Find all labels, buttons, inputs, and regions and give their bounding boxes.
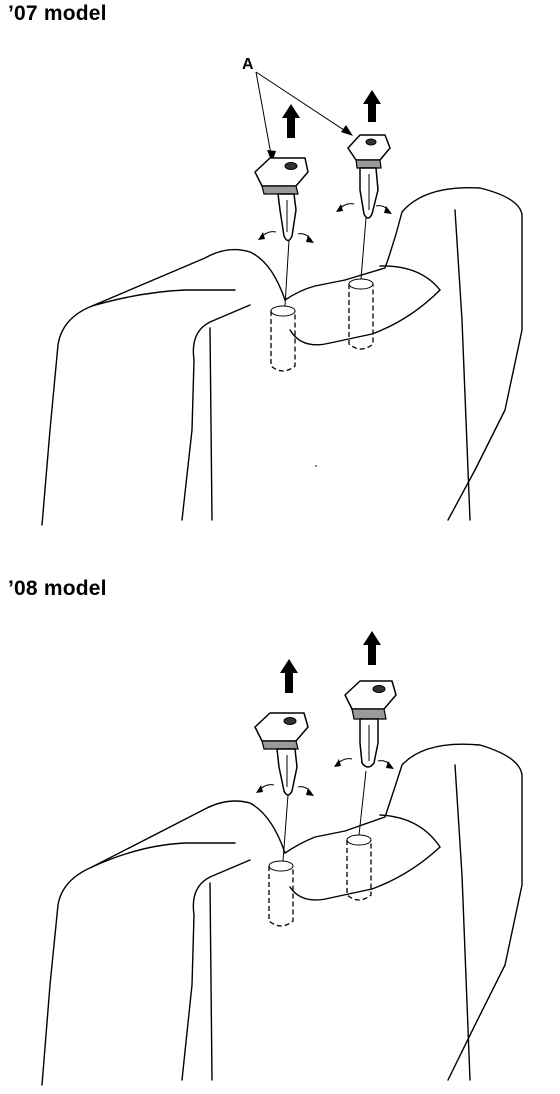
up-arrow-icon (363, 90, 381, 122)
clip-right-icon (344, 680, 397, 768)
guide-hole-left (268, 860, 294, 927)
squeeze-arrows-right-icon (334, 758, 394, 769)
panel-08-model: ’08 model (0, 575, 560, 1094)
up-arrow-icon (280, 659, 298, 693)
seat-diagram-08 (41, 631, 523, 1086)
seat-back-icon (41, 187, 523, 526)
clip-left-icon (254, 712, 309, 796)
callout-label-a: A (242, 56, 254, 73)
guide-line-right (360, 217, 367, 280)
guide-line-left (284, 239, 290, 307)
callout-leaders (255, 71, 353, 163)
panel-title: ’07 model (8, 2, 107, 25)
squeeze-arrows-left-icon (256, 784, 314, 796)
seat-back-icon (41, 743, 523, 1086)
clip-left-icon (254, 157, 309, 242)
guide-line-left (282, 794, 289, 862)
squeeze-arrows-left-icon (258, 231, 314, 243)
panel-title: ’08 model (8, 577, 107, 600)
guide-hole-left (270, 305, 296, 372)
clip-right-icon (347, 134, 391, 219)
up-arrow-icon (282, 104, 300, 138)
panel-07-model: ’07 model A (8, 2, 523, 526)
guide-line-right (358, 770, 367, 836)
seat-diagram-07 (41, 71, 523, 526)
up-arrow-icon (363, 631, 381, 665)
squeeze-arrows-right-icon (336, 203, 392, 214)
